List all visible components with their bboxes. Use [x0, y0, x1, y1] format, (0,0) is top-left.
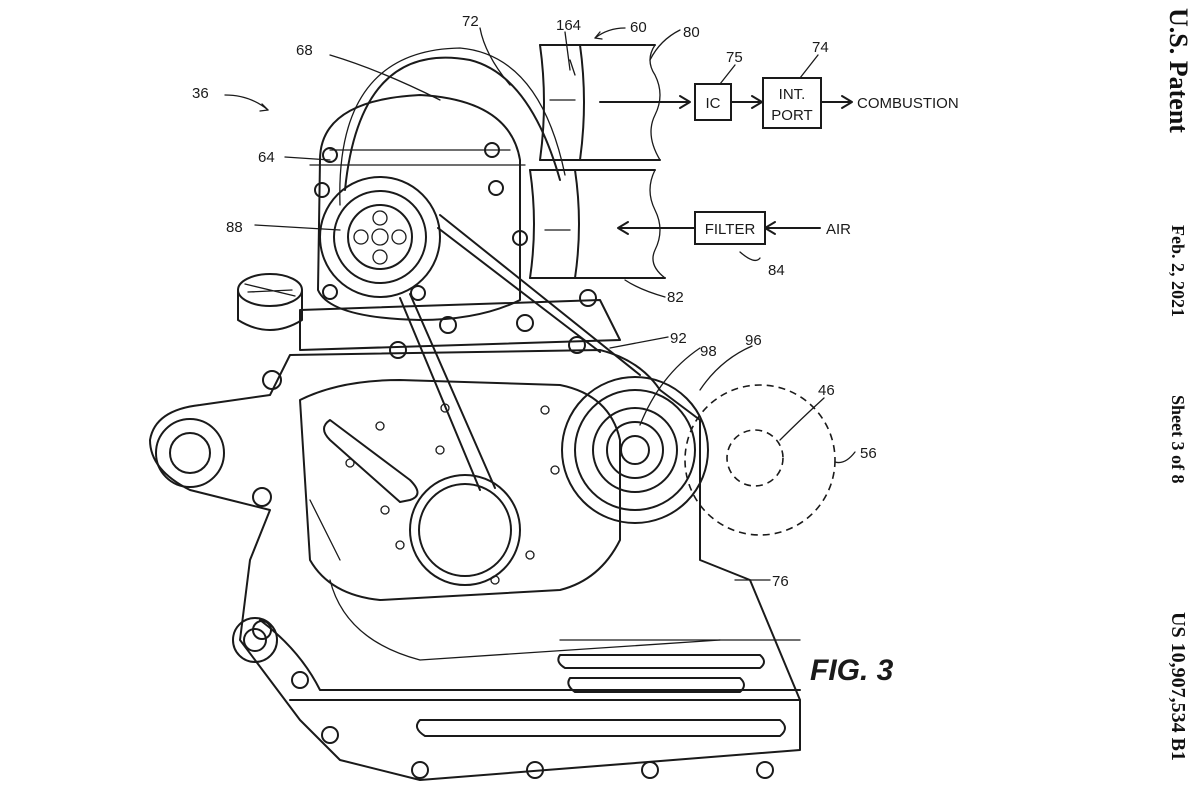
- belt-drive-left: [399, 297, 481, 491]
- intake-duct-lower: [529, 169, 666, 279]
- ref-76: 76: [772, 573, 789, 590]
- ref-84: 84: [768, 262, 785, 279]
- engine-drawing: [149, 44, 836, 781]
- mid-plate: [299, 289, 621, 359]
- block-diagram: IC INT. PORT COMBUSTION FILTER AIR: [599, 77, 959, 245]
- oil-pan: [232, 617, 801, 779]
- filler-cap: [237, 273, 303, 331]
- ref-88: 88: [226, 219, 243, 236]
- ref-64: 64: [258, 149, 275, 166]
- header-sheet: Sheet 3 of 8: [1168, 395, 1188, 484]
- ref-36: 36: [192, 85, 209, 102]
- leader-lines: [224, 27, 856, 581]
- header-patent-number: US 10,907,534 B1: [1167, 612, 1189, 761]
- int-port-block: [762, 77, 822, 129]
- pulley-96: [561, 376, 709, 524]
- int-port-label-2: PORT: [771, 107, 812, 124]
- pulley-88: [319, 176, 441, 298]
- ref-92: 92: [670, 330, 687, 347]
- ref-72: 72: [462, 13, 479, 30]
- header-date: Feb. 2, 2021: [1168, 225, 1188, 317]
- ref-82: 82: [667, 289, 684, 306]
- figure-title: FIG. 3: [810, 654, 894, 687]
- ref-80: 80: [683, 24, 700, 41]
- ref-96: 96: [745, 332, 762, 349]
- reference-numerals: 36 60 64 68 72 74 75 76 80 82 84 88 92 9…: [192, 13, 877, 590]
- ref-74: 74: [812, 39, 829, 56]
- combustion-label: COMBUSTION: [857, 95, 959, 112]
- header-publisher: U.S. Patent: [1164, 8, 1193, 133]
- supercharger-housing: [309, 94, 528, 321]
- ref-98: 98: [700, 343, 717, 360]
- dashed-circle-56: [684, 384, 836, 536]
- ref-68: 68: [296, 42, 313, 59]
- ref-60: 60: [630, 19, 647, 36]
- dashed-circle-46: [726, 429, 784, 487]
- belt-upper: [344, 56, 561, 191]
- int-port-label-1: INT.: [779, 86, 806, 103]
- cover-features: [323, 403, 560, 586]
- ic-label: IC: [706, 95, 721, 112]
- air-label: AIR: [826, 221, 851, 238]
- engine-case: [149, 349, 801, 781]
- ref-75: 75: [726, 49, 743, 66]
- filter-label: FILTER: [705, 221, 756, 238]
- patent-header: U.S. Patent Feb. 2, 2021 Sheet 3 of 8 US…: [1164, 8, 1193, 761]
- ref-164: 164: [556, 17, 581, 34]
- ref-56: 56: [860, 445, 877, 462]
- ref-46: 46: [818, 382, 835, 399]
